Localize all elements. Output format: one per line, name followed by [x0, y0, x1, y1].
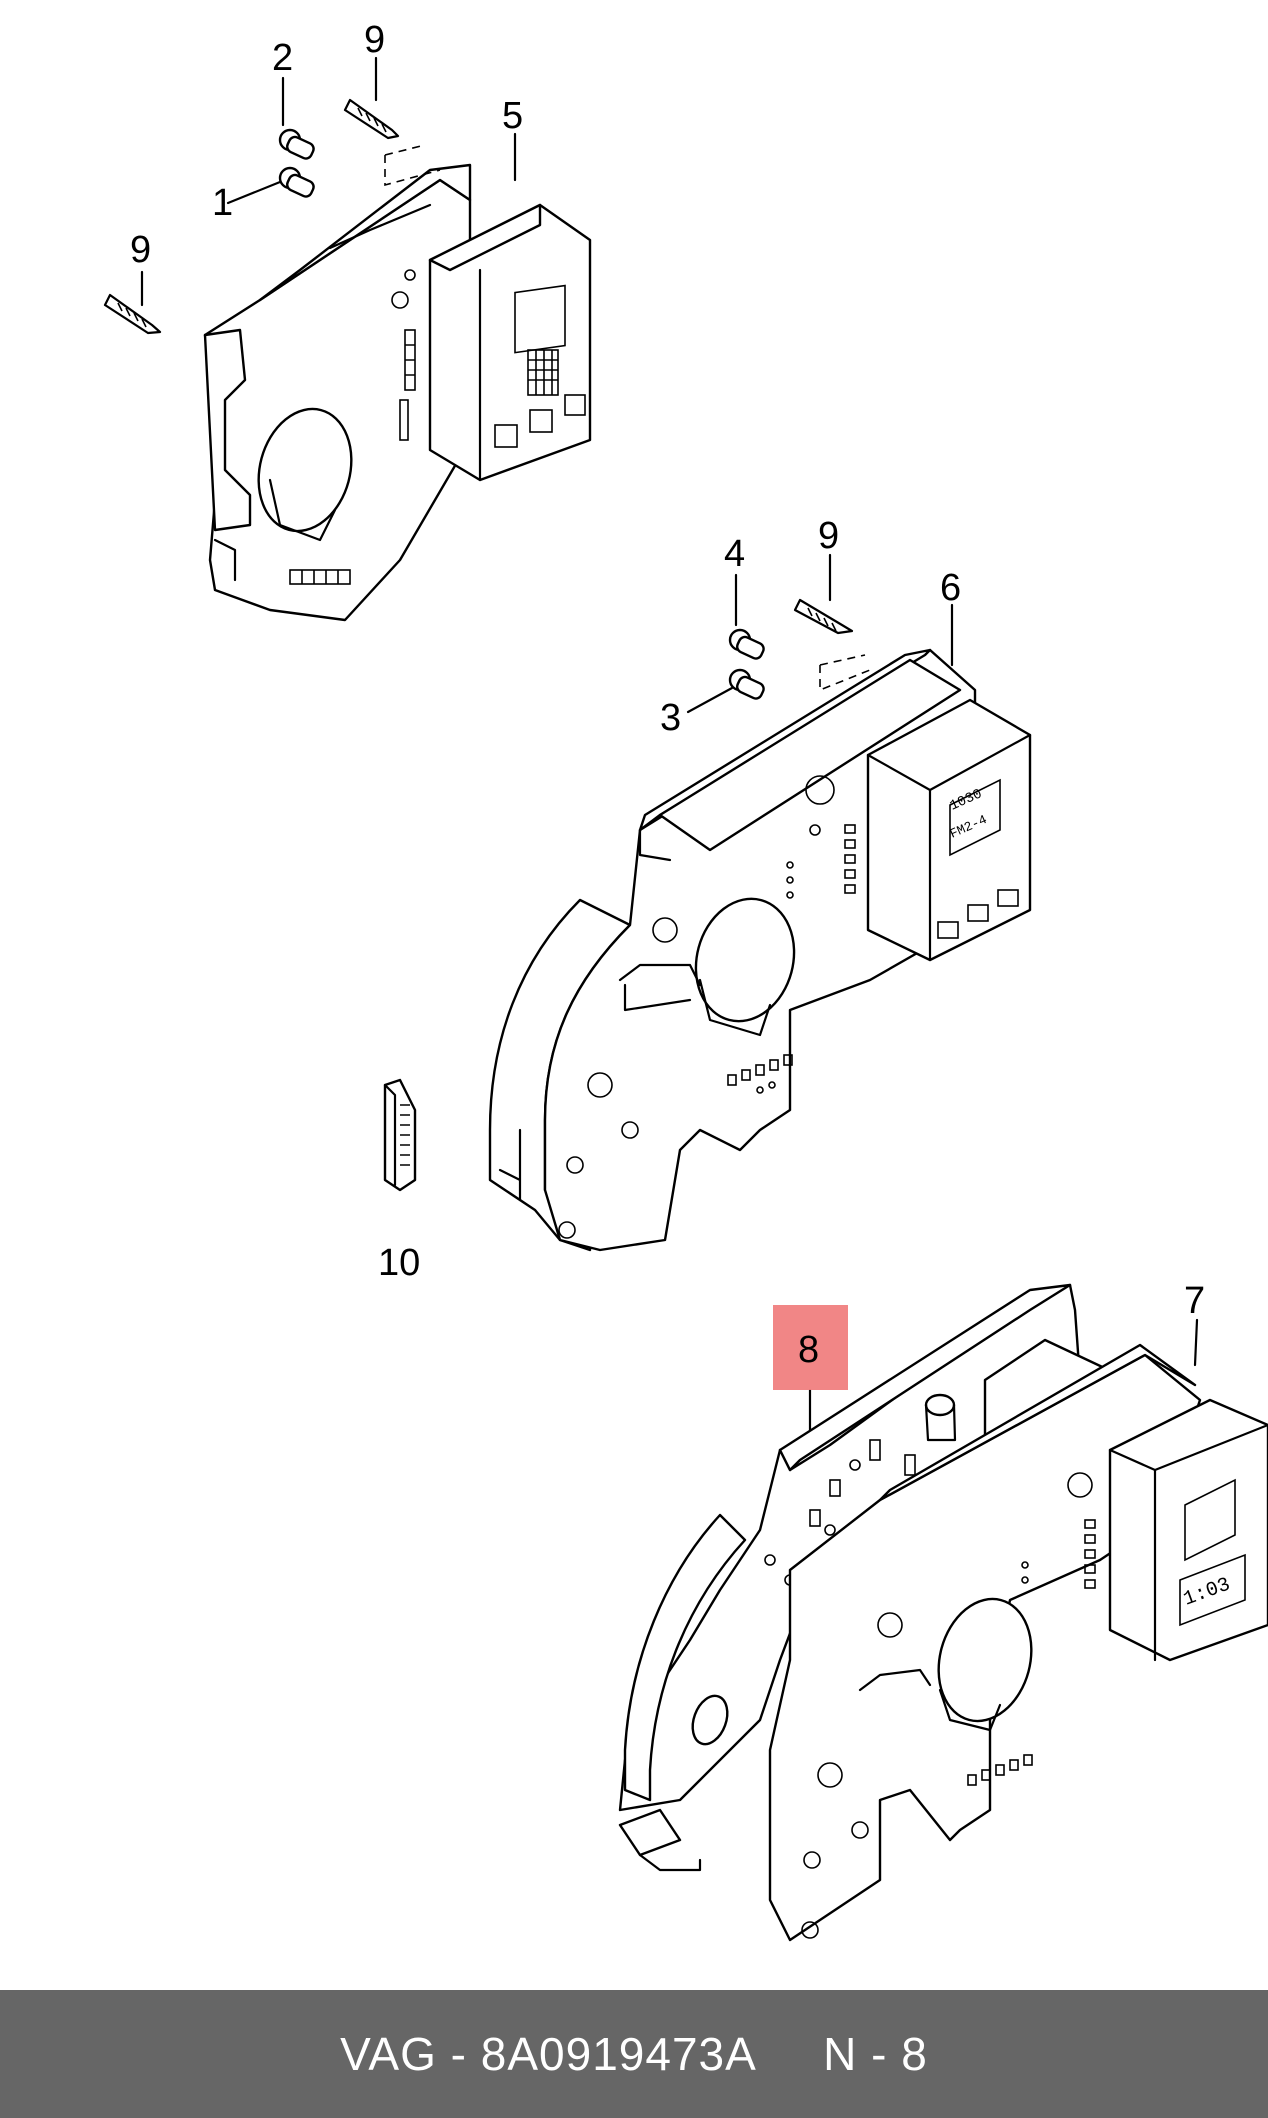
footer-bar: VAG - 8A0919473A N - 8 [0, 1990, 1268, 2118]
label-1: 1 [212, 182, 233, 224]
bulb-holder-4 [728, 628, 765, 660]
part-labels: 2 9 5 1 9 4 9 6 3 10 7 8 [130, 19, 1205, 1371]
connector-plug-10 [383, 1078, 417, 1192]
label-8: 8 [798, 1329, 819, 1371]
label-6: 6 [940, 567, 961, 609]
exploded-parts-diagram: 1030 FM2-4 [103, 19, 1268, 1942]
label-3: 3 [660, 697, 681, 739]
leader-lines [140, 56, 1199, 1432]
label-5: 5 [502, 95, 523, 137]
screw-9b [103, 293, 162, 335]
highlight-box-8 [773, 1305, 848, 1390]
screw-9c [793, 598, 854, 635]
screw-9a [343, 98, 400, 140]
connector-slots-top [289, 329, 416, 585]
bulb-holder-2 [278, 128, 315, 160]
connector-slots-middle [727, 824, 856, 1094]
label-9-left: 9 [130, 229, 151, 271]
instrument-cluster-housing-middle: 1030 FM2-4 [488, 648, 1032, 1252]
footer-part-number: VAG - 8A0919473A N - 8 [340, 2028, 928, 2080]
label-9-mid: 9 [818, 515, 839, 557]
connector-slots-bottom [967, 1519, 1096, 1786]
bulb-holder-3 [728, 668, 765, 700]
label-9-top: 9 [364, 19, 385, 61]
bulb-holder-1 [278, 166, 315, 198]
label-2: 2 [272, 37, 293, 79]
keypad-grid [527, 349, 559, 396]
label-7: 7 [1184, 1280, 1205, 1322]
instrument-cluster-housing-bottom: 1:03 [618, 1283, 1268, 1942]
label-10: 10 [378, 1242, 420, 1284]
instrument-cluster-housing-top [203, 144, 592, 622]
label-4: 4 [724, 533, 745, 575]
